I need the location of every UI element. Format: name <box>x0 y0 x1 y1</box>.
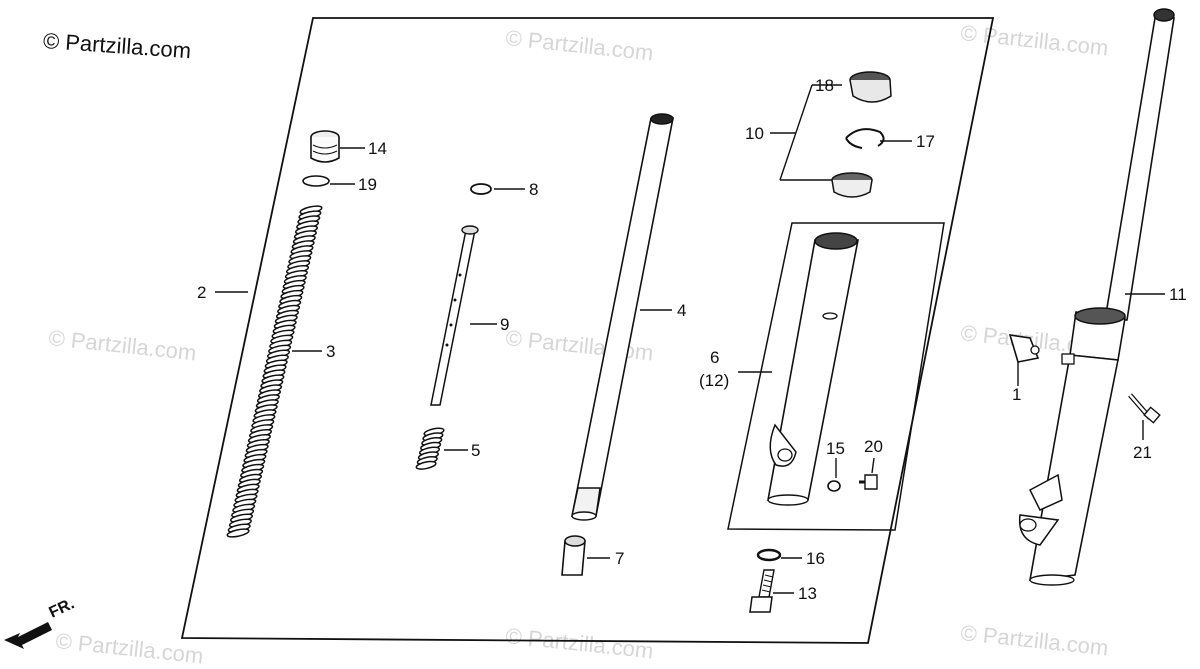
callout-1: 1 <box>1012 385 1021 404</box>
callout-9: 9 <box>500 315 509 334</box>
callout-4: 4 <box>677 301 686 320</box>
drain-washer[interactable] <box>827 480 841 492</box>
fork-slider[interactable] <box>767 232 859 506</box>
fork-tube[interactable] <box>571 113 674 521</box>
callout-19: 19 <box>358 175 377 194</box>
callout-17: 17 <box>916 132 935 151</box>
watermark: © Partzilla.com <box>959 620 1109 660</box>
callout-12: (12) <box>699 371 729 390</box>
front-fork-assembly[interactable] <box>1018 8 1175 586</box>
slider-subframe <box>727 222 945 531</box>
front-label: FR. <box>47 595 78 621</box>
flange-bolt[interactable] <box>1128 393 1161 424</box>
callout-3: 3 <box>326 342 335 361</box>
callout-16: 16 <box>806 549 825 568</box>
snap-ring[interactable] <box>845 128 885 149</box>
piston-ring[interactable] <box>470 183 492 195</box>
callout-10: 10 <box>745 124 764 143</box>
callout-11: 11 <box>1169 285 1187 304</box>
callout-21: 21 <box>1133 443 1152 462</box>
watermark: © Partzilla.com <box>47 325 197 365</box>
o-ring[interactable] <box>302 175 330 187</box>
rebound-spring[interactable] <box>415 427 445 471</box>
watermark: © Partzilla.com <box>959 20 1109 60</box>
callout-6: 6 <box>710 348 719 367</box>
watermark: © Partzilla.com <box>504 623 654 663</box>
callout-2: 2 <box>197 283 206 302</box>
assembly-frame <box>180 17 995 644</box>
callout-13: 13 <box>798 584 817 603</box>
watermark: © Partzilla.com <box>504 25 654 65</box>
fork-spring[interactable] <box>226 205 323 539</box>
fork-cap-bolt[interactable] <box>310 130 340 163</box>
socket-bolt[interactable] <box>749 569 775 613</box>
cable-clamp[interactable] <box>1008 334 1040 363</box>
callout-15: 15 <box>826 439 845 458</box>
leader-lines <box>215 84 1165 594</box>
callout-5: 5 <box>471 441 480 460</box>
callout-14: 14 <box>368 139 387 158</box>
oil-seal[interactable] <box>831 172 873 198</box>
oil-lock-piece[interactable] <box>561 535 586 576</box>
callout-7: 7 <box>615 549 624 568</box>
callout-8: 8 <box>529 180 538 199</box>
socket-bolt-washer[interactable] <box>756 548 782 562</box>
callout-20: 20 <box>864 437 883 456</box>
drain-screw[interactable] <box>859 474 878 490</box>
callout-18: 18 <box>815 76 834 95</box>
dust-seal[interactable] <box>849 71 892 103</box>
damper-rod[interactable] <box>430 225 479 406</box>
callout-labels: 1 2 3 4 5 6 (12) 7 8 9 10 11 13 14 15 16… <box>197 76 1187 603</box>
